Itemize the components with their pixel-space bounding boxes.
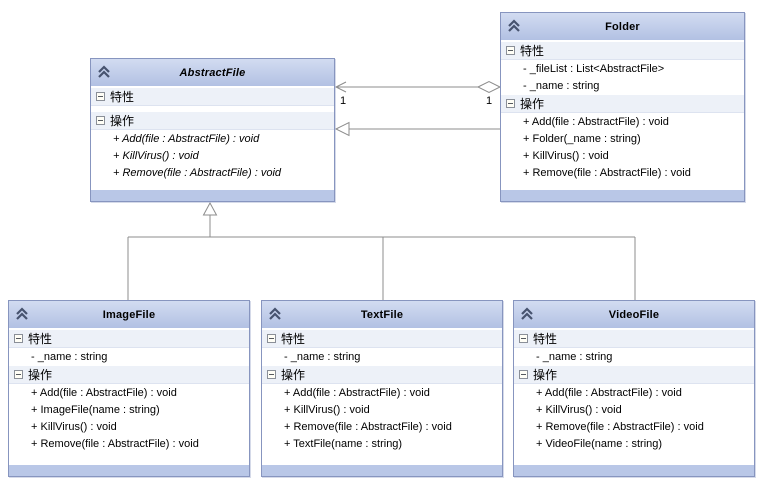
attributes-section-label: 特性 xyxy=(533,332,558,346)
operation-row[interactable]: + KillVirus() : void xyxy=(514,401,754,418)
operations-section-label: 操作 xyxy=(28,368,53,382)
class-footer-strip xyxy=(91,189,334,201)
operation-row[interactable]: + KillVirus() : void xyxy=(9,418,249,435)
operations-section-row[interactable]: 操作 xyxy=(501,94,744,113)
files-generalization-connector[interactable] xyxy=(127,201,636,300)
collapse-chevron-icon[interactable] xyxy=(267,306,283,322)
class-header[interactable]: VideoFile xyxy=(514,301,754,329)
attributes-section-label: 特性 xyxy=(281,332,306,346)
minus-icon[interactable] xyxy=(519,370,528,379)
operation-row[interactable]: + Add(file : AbstractFile) : void xyxy=(514,384,754,401)
aggregation-connector[interactable] xyxy=(334,80,502,94)
class-title: Folder xyxy=(605,20,640,33)
minus-icon[interactable] xyxy=(267,334,276,343)
attributes-section-row[interactable]: 特性 xyxy=(91,87,334,106)
operation-row[interactable]: + KillVirus() : void xyxy=(501,147,744,164)
minus-icon[interactable] xyxy=(506,99,515,108)
class-footer-strip xyxy=(514,464,754,476)
minus-icon[interactable] xyxy=(96,116,105,125)
operation-row[interactable]: + Remove(file : AbstractFile) : void xyxy=(9,435,249,452)
operations-section-row[interactable]: 操作 xyxy=(262,365,502,384)
minus-icon[interactable] xyxy=(267,370,276,379)
operations-section-label: 操作 xyxy=(533,368,558,382)
collapse-chevron-icon[interactable] xyxy=(506,18,522,34)
collapse-chevron-icon[interactable] xyxy=(519,306,535,322)
class-box-folder[interactable]: Folder 特性 - _fileList : List<AbstractFil… xyxy=(500,12,745,202)
operation-row[interactable]: + Remove(file : AbstractFile) : void xyxy=(262,418,502,435)
minus-icon[interactable] xyxy=(506,46,515,55)
class-body-filler xyxy=(501,181,744,189)
operation-row[interactable]: + VideoFile(name : string) xyxy=(514,435,754,452)
class-title: VideoFile xyxy=(608,308,660,321)
folder-generalization-connector[interactable] xyxy=(334,121,500,137)
operation-row[interactable]: + KillVirus() : void xyxy=(91,147,334,164)
operation-row[interactable]: + ImageFile(name : string) xyxy=(9,401,249,418)
operations-section-row[interactable]: 操作 xyxy=(91,111,334,130)
class-header[interactable]: TextFile xyxy=(262,301,502,329)
class-title: AbstractFile xyxy=(179,66,246,79)
operation-row[interactable]: + Folder(_name : string) xyxy=(501,130,744,147)
attributes-section-label: 特性 xyxy=(520,44,545,58)
class-box-textfile[interactable]: TextFile 特性 - _name : string 操作 + Add(fi… xyxy=(261,300,503,477)
class-footer-strip xyxy=(501,189,744,201)
attribute-row[interactable]: - _name : string xyxy=(9,348,249,365)
class-header[interactable]: Folder xyxy=(501,13,744,41)
attributes-section-label: 特性 xyxy=(110,90,135,104)
operations-section-label: 操作 xyxy=(281,368,306,382)
operation-row[interactable]: + Remove(file : AbstractFile) : void xyxy=(91,164,334,181)
operation-row[interactable]: + Remove(file : AbstractFile) : void xyxy=(501,164,744,181)
operations-section-label: 操作 xyxy=(520,97,545,111)
operation-row[interactable]: + Add(file : AbstractFile) : void xyxy=(501,113,744,130)
class-box-abstractfile[interactable]: AbstractFile 特性 操作 + Add(file : Abstract… xyxy=(90,58,335,202)
attribute-row[interactable]: - _name : string xyxy=(501,77,744,94)
operations-section-row[interactable]: 操作 xyxy=(9,365,249,384)
operations-section-row[interactable]: 操作 xyxy=(514,365,754,384)
empty-attributes-area xyxy=(91,106,334,111)
minus-icon[interactable] xyxy=(14,370,23,379)
operation-row[interactable]: + Remove(file : AbstractFile) : void xyxy=(514,418,754,435)
operation-row[interactable]: + Add(file : AbstractFile) : void xyxy=(262,384,502,401)
collapse-chevron-icon[interactable] xyxy=(14,306,30,322)
collapse-chevron-icon[interactable] xyxy=(96,64,112,80)
operations-section-label: 操作 xyxy=(110,114,135,128)
class-footer-strip xyxy=(262,464,502,476)
operation-row[interactable]: + TextFile(name : string) xyxy=(262,435,502,452)
attribute-row[interactable]: - _fileList : List<AbstractFile> xyxy=(501,60,744,77)
attributes-section-row[interactable]: 特性 xyxy=(514,329,754,348)
generalization-triangle-icon xyxy=(202,201,218,216)
attribute-row[interactable]: - _name : string xyxy=(262,348,502,365)
attributes-section-row[interactable]: 特性 xyxy=(262,329,502,348)
generalization-triangle-icon xyxy=(334,121,350,137)
class-box-imagefile[interactable]: ImageFile 特性 - _name : string 操作 + Add(f… xyxy=(8,300,250,477)
attributes-section-label: 特性 xyxy=(28,332,53,346)
class-header[interactable]: ImageFile xyxy=(9,301,249,329)
attributes-section-row[interactable]: 特性 xyxy=(9,329,249,348)
multiplicity-target: 1 xyxy=(340,95,346,107)
class-title: ImageFile xyxy=(102,308,156,321)
minus-icon[interactable] xyxy=(14,334,23,343)
class-box-videofile[interactable]: VideoFile 特性 - _name : string 操作 + Add(f… xyxy=(513,300,755,477)
aggregation-diamond-icon xyxy=(476,80,502,94)
multiplicity-source: 1 xyxy=(486,95,492,107)
minus-icon[interactable] xyxy=(96,92,105,101)
attributes-section-row[interactable]: 特性 xyxy=(501,41,744,60)
attribute-row[interactable]: - _name : string xyxy=(514,348,754,365)
operation-row[interactable]: + Add(file : AbstractFile) : void xyxy=(91,130,334,147)
minus-icon[interactable] xyxy=(519,334,528,343)
class-body-filler xyxy=(9,452,249,464)
open-arrowhead-icon xyxy=(334,81,347,93)
class-footer-strip xyxy=(9,464,249,476)
class-title: TextFile xyxy=(360,308,404,321)
class-body-filler xyxy=(514,452,754,464)
class-body-filler xyxy=(262,452,502,464)
operation-row[interactable]: + KillVirus() : void xyxy=(262,401,502,418)
class-header[interactable]: AbstractFile xyxy=(91,59,334,87)
operation-row[interactable]: + Add(file : AbstractFile) : void xyxy=(9,384,249,401)
class-body-filler xyxy=(91,181,334,189)
